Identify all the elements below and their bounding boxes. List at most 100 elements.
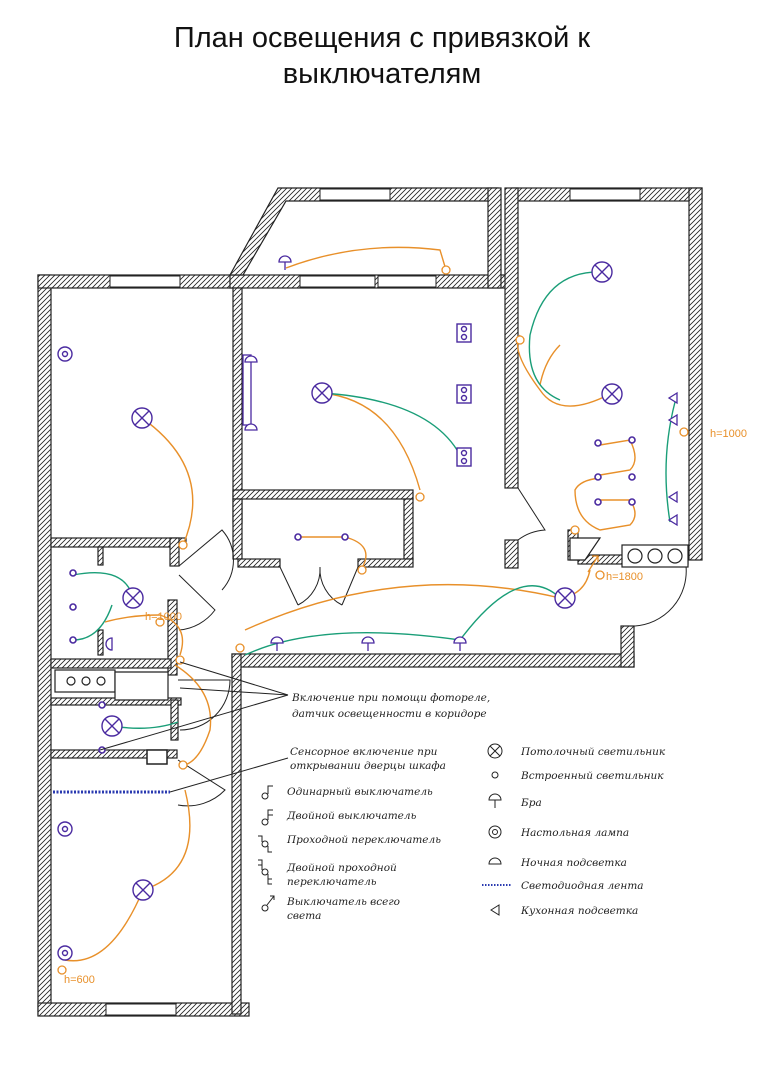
kitchen-light-icon bbox=[667, 391, 678, 405]
recessed-light-icon bbox=[628, 436, 636, 444]
door-5 bbox=[633, 565, 687, 627]
wall-right-room-left-2 bbox=[504, 539, 519, 569]
height-label-1000-right: h=1000 bbox=[710, 428, 747, 440]
wall-right bbox=[688, 187, 703, 561]
recessed-light-icon bbox=[69, 569, 77, 577]
legend-pass-through-switch: Проходной переключатель bbox=[286, 834, 441, 846]
recessed-light-icon bbox=[98, 701, 106, 709]
ceiling-light-icon bbox=[311, 382, 333, 404]
sconce-icon bbox=[488, 793, 502, 808]
wall-balcony bbox=[228, 187, 499, 276]
window-2 bbox=[299, 275, 376, 288]
wall-inner-10 bbox=[97, 546, 104, 566]
sconce-icon bbox=[270, 636, 284, 651]
door-7 bbox=[177, 759, 226, 807]
legend-night-light: Ночная подсветка bbox=[520, 857, 627, 869]
wall-inner-14 bbox=[231, 653, 242, 1015]
sconce-icon bbox=[361, 636, 375, 651]
double-switch-icon bbox=[261, 809, 273, 826]
single-switch-icon bbox=[515, 335, 525, 345]
ceiling-light-icon bbox=[591, 261, 613, 283]
window-5 bbox=[105, 1003, 177, 1016]
sconce-icon bbox=[453, 636, 467, 651]
recessed-light-icon bbox=[594, 439, 602, 447]
kitchen-lights bbox=[667, 391, 678, 527]
door-2 bbox=[178, 574, 216, 631]
legend-kitchen-light: Кухонная подсветка bbox=[520, 905, 638, 917]
recessed-light-icon bbox=[491, 771, 499, 779]
windows bbox=[105, 188, 641, 1016]
wall-inner-4 bbox=[232, 498, 243, 560]
wall-corridor-bottom bbox=[231, 653, 635, 668]
mirror-light bbox=[242, 354, 252, 426]
wall-inner-6 bbox=[357, 558, 414, 568]
recessed-light-icon bbox=[294, 533, 302, 541]
wall-corridor-right bbox=[620, 625, 635, 668]
wall-inner-5 bbox=[237, 558, 281, 568]
night-light-icon bbox=[244, 355, 258, 363]
switches bbox=[57, 265, 689, 975]
wall-inner-2 bbox=[232, 489, 414, 500]
sconce-icon bbox=[278, 255, 292, 270]
window-6 bbox=[319, 188, 391, 201]
legend-table-lamp: Настольная лампа bbox=[520, 827, 629, 839]
table-lamp-icon bbox=[57, 346, 73, 362]
single-switch-icon bbox=[155, 617, 165, 627]
wall-inner-15 bbox=[170, 699, 179, 741]
table-lamp-icon bbox=[57, 945, 73, 961]
table-lamp-icon bbox=[57, 821, 73, 837]
legend-master-switch-1: Выключатель всего bbox=[286, 896, 400, 908]
recessed-light-icon bbox=[341, 533, 349, 541]
height-label-600: h=600 bbox=[64, 974, 95, 986]
single-switch-icon bbox=[178, 540, 188, 550]
legend-led-strip: Светодиодная лента bbox=[521, 880, 644, 892]
legend-switches bbox=[258, 785, 275, 912]
kitchen-light-icon bbox=[490, 904, 500, 916]
recessed-light-icon bbox=[98, 746, 106, 754]
kitchen-light-icon bbox=[667, 413, 678, 427]
wardrobe-box bbox=[146, 749, 168, 765]
single-switch-icon bbox=[261, 785, 273, 800]
wall-inner-12 bbox=[50, 658, 172, 669]
window-1 bbox=[109, 275, 181, 288]
table-lamps bbox=[57, 346, 73, 961]
pass-through-switch-icon bbox=[258, 835, 272, 853]
wall-left bbox=[37, 274, 52, 1016]
recessed-light-icon bbox=[69, 603, 77, 611]
ceiling-light-icon bbox=[131, 407, 153, 429]
window-3 bbox=[377, 275, 437, 288]
legend-master-switch-2: света bbox=[287, 910, 321, 922]
note-photo-relay-line1: Включение при помощи фотореле, bbox=[291, 692, 490, 704]
ceiling-light-icon bbox=[487, 743, 503, 759]
leader-lines bbox=[99, 661, 289, 793]
height-label-1000-left: h=1000 bbox=[145, 611, 182, 623]
ceiling-light-icon bbox=[122, 587, 144, 609]
ceiling-light-icon bbox=[554, 587, 576, 609]
hob-left bbox=[54, 669, 116, 693]
note-sensor-line2: открывании дверцы шкафа bbox=[290, 760, 446, 772]
kitchen-light-icon bbox=[667, 490, 678, 504]
wall-inner-3 bbox=[403, 498, 414, 560]
note-sensor-line1: Сенсорное включение при bbox=[290, 746, 438, 758]
night-light-icon bbox=[488, 857, 502, 865]
double-pass-through-switch-icon bbox=[258, 859, 272, 885]
legend-sconce: Бра bbox=[520, 797, 542, 809]
kitchen-counter bbox=[569, 537, 602, 561]
single-switch-icon bbox=[595, 570, 605, 580]
legend-double-switch: Двойной выключатель bbox=[286, 810, 417, 822]
wires-orange bbox=[64, 246, 636, 962]
wall-inner-16 bbox=[50, 749, 178, 759]
kitchen-light-icon bbox=[667, 513, 678, 527]
double-fixtures bbox=[456, 323, 472, 467]
recessed-light-icon bbox=[628, 498, 636, 506]
single-switch-icon bbox=[570, 525, 580, 535]
sconces bbox=[105, 255, 467, 651]
ceiling-light-icon bbox=[132, 879, 154, 901]
recessed-light-icon bbox=[69, 636, 77, 644]
master-switch-icon bbox=[587, 555, 599, 573]
wall-inner-1 bbox=[232, 287, 243, 524]
night-light-icon bbox=[105, 637, 113, 651]
recessed-light-icon bbox=[594, 473, 602, 481]
table-lamp-icon bbox=[488, 825, 502, 839]
